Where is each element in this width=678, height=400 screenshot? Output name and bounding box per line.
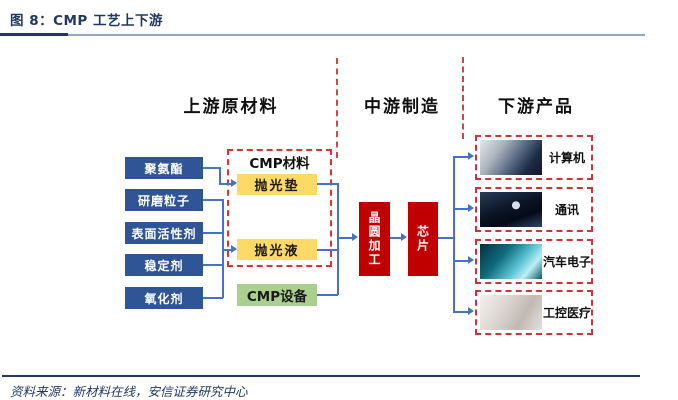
connector-line bbox=[203, 167, 220, 169]
industrial-medical-photo bbox=[480, 295, 542, 330]
connector-line bbox=[390, 237, 402, 239]
title-rule bbox=[0, 34, 645, 36]
arrowhead-icon bbox=[468, 307, 474, 315]
product-card-industrial-medical: 工控医疗 bbox=[475, 290, 593, 335]
chip-label: 芯片 bbox=[415, 225, 430, 253]
raw-material-box-oxidizer: 氧化剂 bbox=[125, 287, 203, 309]
arrowhead-icon bbox=[231, 179, 237, 187]
connector-line bbox=[219, 183, 232, 185]
arrowhead-icon bbox=[401, 233, 407, 241]
upstream-midstream-divider bbox=[336, 58, 338, 158]
raw-material-box-surfactant: 表面活性剂 bbox=[125, 222, 203, 244]
cmp-materials-group-box bbox=[227, 149, 332, 267]
product-label-computer: 计算机 bbox=[548, 151, 585, 165]
arrowhead-icon bbox=[231, 245, 237, 253]
arrowhead-icon bbox=[468, 152, 474, 160]
connector-line bbox=[337, 237, 353, 239]
raw-material-box-stabilizer: 稳定剂 bbox=[125, 254, 203, 276]
connector-line bbox=[203, 264, 223, 266]
connector-line bbox=[453, 157, 455, 313]
midstream-section-header: 中游制造 bbox=[364, 97, 440, 117]
cmp-equipment-box: CMP设备 bbox=[237, 284, 317, 306]
polishing-pad-box: 抛光垫 bbox=[237, 174, 317, 195]
connector-line bbox=[317, 294, 338, 296]
product-card-automotive-electronics: 汽车电子 bbox=[475, 239, 593, 284]
arrowhead-icon bbox=[352, 233, 358, 241]
connector-line bbox=[438, 237, 454, 239]
satellite-earth-photo bbox=[480, 192, 542, 227]
raw-material-box-polyurethane: 聚氨酯 bbox=[125, 157, 203, 179]
figure-title: 图 8：CMP 工艺上下游 bbox=[10, 13, 164, 29]
product-card-communications: 通讯 bbox=[475, 187, 593, 232]
product-label-automotive-electronics: 汽车电子 bbox=[543, 255, 592, 269]
footer-rule bbox=[2, 375, 640, 377]
connector-line bbox=[219, 167, 221, 184]
cmp-materials-group-label: CMP材料 bbox=[249, 156, 310, 172]
connector-line bbox=[337, 183, 339, 295]
connector-line bbox=[222, 199, 224, 298]
downstream-section-header: 下游产品 bbox=[498, 97, 574, 117]
arrowhead-icon bbox=[468, 256, 474, 264]
connector-line bbox=[453, 156, 468, 158]
connector-line bbox=[203, 297, 223, 299]
connector-line bbox=[453, 208, 468, 210]
product-label-industrial-medical: 工控医疗 bbox=[543, 306, 592, 320]
automotive-electronics-photo bbox=[480, 244, 542, 279]
arrowhead-icon bbox=[468, 204, 474, 212]
connector-line bbox=[453, 311, 468, 313]
wafer-processing-box: 晶圆加工 bbox=[359, 202, 390, 276]
chip-box: 芯片 bbox=[408, 202, 438, 276]
upstream-section-header: 上游原材料 bbox=[183, 97, 279, 117]
connector-line bbox=[317, 183, 338, 185]
connector-line bbox=[453, 260, 468, 262]
title-rule-accent bbox=[0, 33, 68, 36]
laptop-typing-photo bbox=[480, 140, 542, 175]
connector-line bbox=[203, 232, 223, 234]
polishing-slurry-box: 抛光液 bbox=[237, 239, 317, 260]
raw-material-box-abrasive-particles: 研磨粒子 bbox=[125, 189, 203, 211]
product-label-communications: 通讯 bbox=[554, 203, 579, 217]
connector-line bbox=[203, 199, 223, 201]
product-card-computer: 计算机 bbox=[475, 135, 593, 180]
midstream-downstream-divider bbox=[462, 57, 464, 139]
source-note: 资料来源：新材料在线，安信证券研究中心 bbox=[10, 384, 248, 399]
connector-line bbox=[222, 249, 232, 251]
connector-line bbox=[317, 249, 338, 251]
wafer-processing-label: 晶圆加工 bbox=[367, 211, 381, 267]
